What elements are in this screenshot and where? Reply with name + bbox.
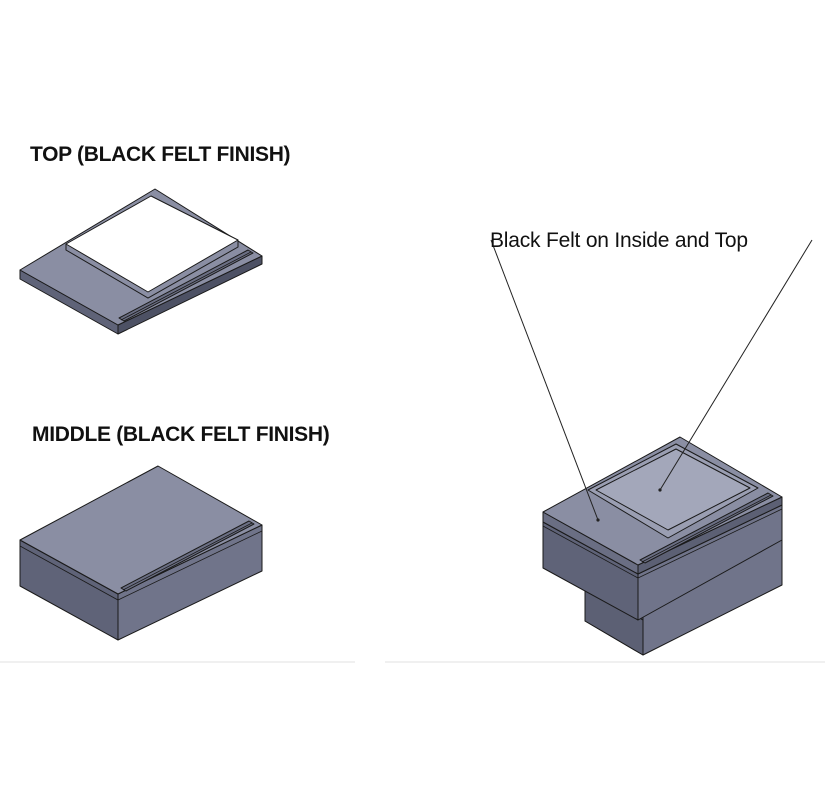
middle-block-seam-left	[542, 525, 639, 579]
top-part	[19, 188, 263, 335]
stack-opening-inner	[595, 448, 751, 531]
callout-label: Black Felt on Inside and Top	[490, 229, 748, 252]
top-part-label: TOP (BLACK FELT FINISH)	[30, 143, 291, 166]
stack-slot-line	[641, 494, 772, 563]
assembled-stack	[542, 436, 783, 656]
top-part-opening-bevel	[65, 240, 239, 299]
callout-leaders	[490, 239, 813, 522]
leader-dot-inside	[658, 488, 662, 492]
leader-to-inside	[659, 239, 813, 491]
middle-part-top-face	[19, 465, 263, 595]
leader-to-top-face	[490, 239, 599, 521]
top-part-slot-line	[120, 251, 252, 321]
middle-block-seam-right	[637, 508, 783, 579]
middle-part-slot-line	[122, 522, 253, 591]
middle-part	[19, 465, 263, 641]
leader-dot-top-face	[596, 518, 600, 522]
middle-part-bevel	[19, 530, 263, 601]
middle-part-label: MIDDLE (BLACK FELT FINISH)	[32, 423, 330, 446]
